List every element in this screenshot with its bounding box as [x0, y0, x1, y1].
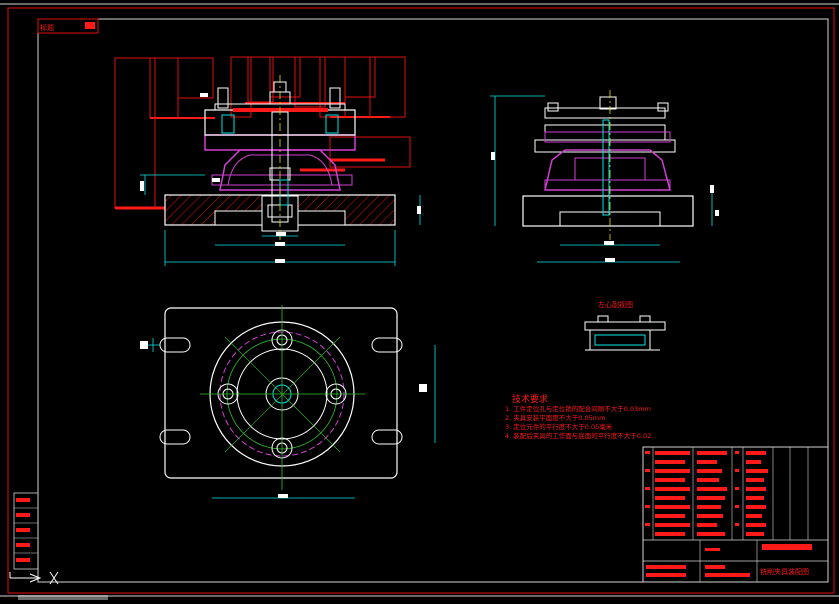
dim-value — [275, 259, 285, 263]
locating-pin — [221, 114, 235, 134]
dim-value — [276, 232, 286, 236]
side-top-bar — [544, 107, 666, 119]
detail-bolt — [639, 315, 651, 323]
side-view — [490, 90, 719, 263]
callout-box — [294, 56, 326, 108]
clamp-bar-red — [233, 108, 328, 112]
detail-view-title: 左心副视图 — [598, 300, 633, 309]
tech-requirements: 技术要求 1. 工件定位孔与定位销的配合间隙不大于0.03mm 2. 夹具安装平… — [505, 393, 651, 440]
clamp-bolt — [217, 87, 229, 109]
dim-value — [212, 178, 220, 182]
detail-bolt — [597, 315, 609, 323]
top-view — [140, 305, 436, 499]
dim-value — [715, 210, 719, 216]
front-view — [114, 56, 421, 266]
top-diag-line — [224, 336, 341, 453]
dim-value — [419, 384, 427, 392]
tech-req-item-3: 3. 定位元件的平行度不大于0.05毫米 — [505, 422, 613, 431]
dim-value — [605, 258, 615, 262]
title-block-product-name: 铣削夹具装配图 — [760, 567, 809, 576]
side-workpiece — [544, 149, 671, 191]
top-base-plate — [164, 307, 398, 479]
status-bar-fragment — [18, 595, 108, 600]
dim-value — [278, 494, 288, 498]
dim-value — [200, 93, 208, 97]
corner-red-mark — [85, 22, 95, 29]
side-bolt — [657, 102, 669, 112]
tech-req-item-2: 2. 夹具安装平面度不大于0.05mm — [505, 413, 605, 422]
stamp-table-frame — [13, 492, 39, 570]
side-bolt — [547, 102, 559, 112]
detail-body — [589, 329, 651, 351]
top-slot — [371, 337, 403, 353]
callout-box — [177, 57, 214, 99]
top-slot — [371, 429, 403, 445]
dim-value — [140, 341, 148, 349]
callout-box — [230, 56, 252, 118]
callout-box — [344, 56, 376, 98]
side-shaft — [602, 119, 610, 216]
tech-req-item-1: 1. 工件定位孔与定位销的配合间隙不大于0.03mm — [505, 404, 651, 413]
title-block-company — [762, 544, 812, 550]
dim-value — [417, 206, 421, 214]
side-nut — [599, 96, 617, 110]
side-workpiece-flange — [544, 131, 671, 143]
top-slot — [159, 429, 191, 445]
tech-req-heading: 技术要求 — [512, 393, 548, 405]
dim-value — [275, 242, 285, 246]
dim-value — [604, 241, 614, 245]
callout-box — [269, 56, 301, 98]
title-block-frame — [642, 446, 829, 583]
callout-box — [114, 57, 156, 209]
detail-view: 左心副视图 — [584, 300, 666, 351]
callout-box — [149, 57, 179, 119]
workpiece-inner — [227, 154, 333, 186]
side-workpiece-ring — [544, 179, 671, 191]
corner-label-box — [37, 18, 99, 34]
title-block: 铣削夹具装配图 — [642, 446, 829, 583]
callout-box — [247, 56, 274, 103]
title-block-label — [705, 548, 720, 551]
dim-value — [140, 181, 144, 191]
dim-value — [710, 185, 714, 193]
detail-top-plate — [584, 321, 666, 331]
callout-box — [329, 136, 411, 168]
tech-req-item-4: 4. 装配后夹具的工作面与底面的平行度不大于0.02 — [505, 431, 651, 440]
ucs-icon — [9, 571, 59, 585]
left-stamp-table — [13, 492, 39, 570]
bom-rows — [645, 451, 768, 536]
dim-value — [491, 152, 495, 160]
corner-title-tag: 标题 — [40, 23, 54, 32]
locating-pin — [325, 114, 339, 134]
detail-inner — [594, 334, 646, 346]
side-base-plate — [522, 195, 694, 227]
drawing-frame — [37, 18, 829, 583]
clamp-bolt — [329, 87, 341, 109]
sheet-outer-border — [7, 7, 835, 594]
